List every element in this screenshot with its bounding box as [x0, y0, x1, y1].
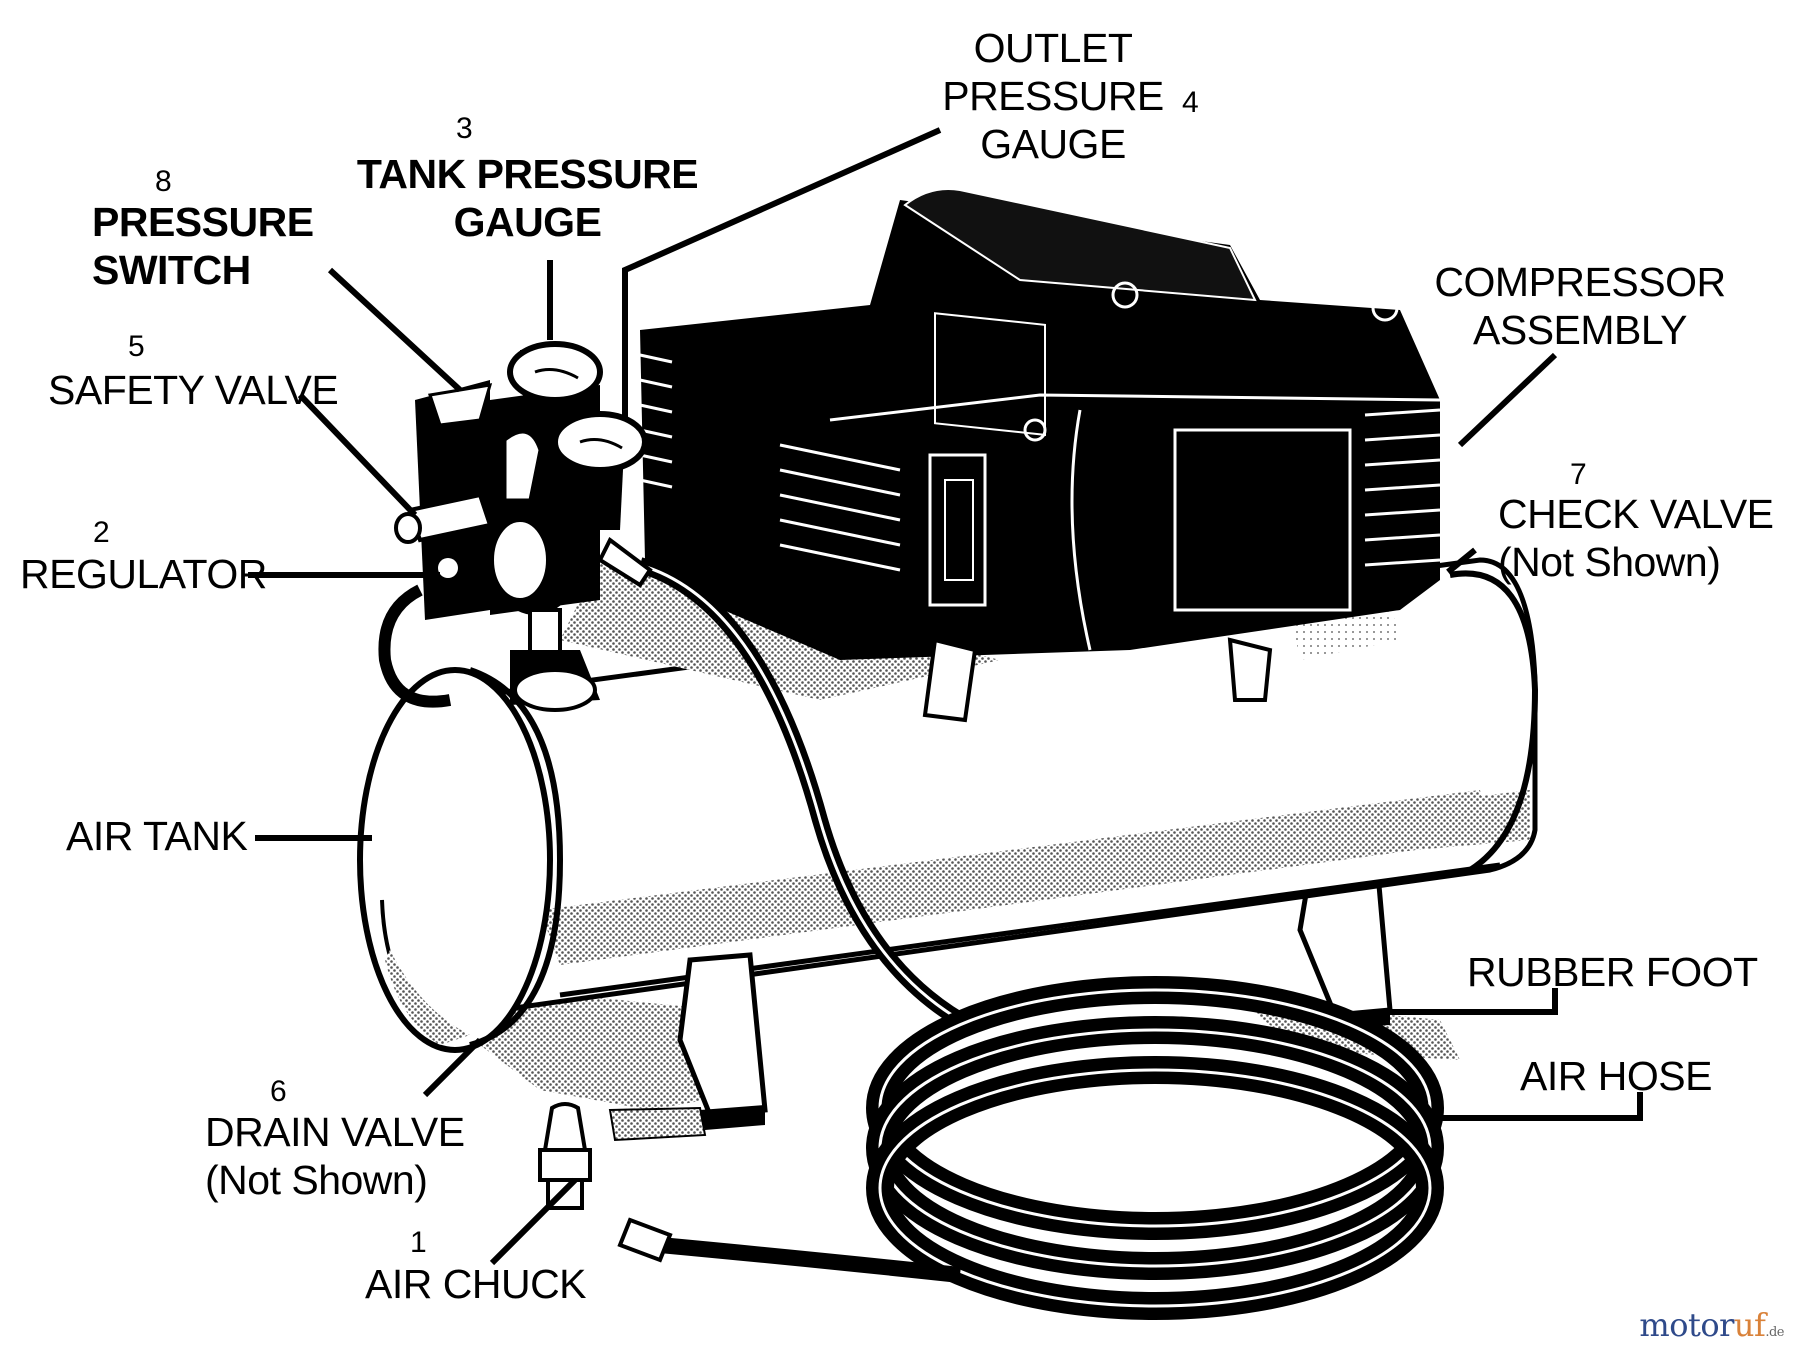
rubber-foot-label: RUBBER FOOT [1467, 949, 1758, 995]
front-foot [608, 952, 768, 1142]
watermark-logo: motoruf.de [1639, 1306, 1784, 1344]
air-hose-label: AIR HOSE [1520, 1053, 1712, 1099]
outlet-gauge-label: OUTLET PRESSURE GAUGE [942, 25, 1164, 167]
outlet-gauge-number: 4 [1182, 86, 1199, 119]
leader-safety-valve [297, 392, 418, 518]
safety-valve-label: SAFETY VALVE [48, 367, 339, 413]
leader-air-hose [1430, 1092, 1643, 1121]
outlet-pressure-gauge [552, 411, 648, 530]
tank-gauge-label: TANK PRESSURE GAUGE [356, 151, 699, 245]
pressure-switch-number: 8 [155, 165, 172, 198]
compressor-assembly [639, 188, 1441, 723]
manifold-hose [378, 584, 452, 708]
drain-valve-number: 6 [270, 1075, 287, 1108]
safety-valve-number: 5 [128, 330, 145, 363]
air-tank-label: AIR TANK [66, 813, 248, 859]
leader-check-valve [1446, 547, 1477, 575]
air-hose [597, 536, 1444, 1320]
air-chuck [538, 1102, 592, 1210]
regulator [426, 505, 600, 712]
safety-valve [394, 492, 493, 544]
leader-rubber-foot [1385, 988, 1558, 1015]
leader-compressor [1457, 352, 1558, 448]
leader-outlet-gauge [622, 127, 942, 420]
tank-pressure-gauge [507, 341, 603, 430]
pressure-switch-label: PRESSURE SWITCH [92, 199, 314, 293]
air-chuck-label: AIR CHUCK [365, 1261, 587, 1307]
air-chuck-number: 1 [410, 1226, 427, 1259]
leader-air-chuck [489, 1177, 578, 1266]
regulator-number: 2 [93, 516, 110, 549]
leader-lines [248, 127, 1643, 1266]
compressor-assembly-label: COMPRESSOR ASSEMBLY [1434, 259, 1726, 353]
leader-pressure-switch [327, 267, 463, 393]
regulator-label: REGULATOR [20, 551, 267, 597]
check-valve-number: 7 [1570, 458, 1587, 491]
tank-gauge-number: 3 [456, 112, 473, 145]
check-valve-label: CHECK VALVE (Not Shown) [1498, 491, 1774, 585]
leader-drain-valve [422, 1037, 483, 1098]
drain-valve-label: DRAIN VALVE (Not Shown) [205, 1109, 465, 1203]
